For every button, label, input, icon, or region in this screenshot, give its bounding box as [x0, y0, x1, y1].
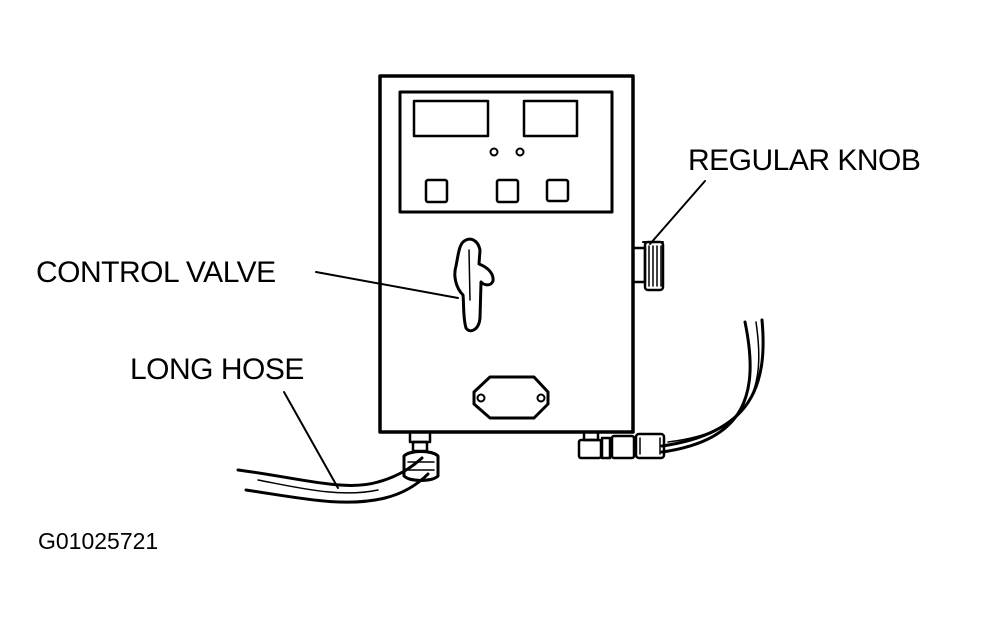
- panel-button: [545, 178, 570, 203]
- figure-id: G01025721: [38, 528, 159, 554]
- indicator-light: [489, 147, 499, 157]
- right-hose: [660, 318, 765, 454]
- leader-line-regular-knob: [649, 180, 706, 245]
- regular-knob-label: REGULAR KNOB: [688, 144, 921, 177]
- control-valve-label: CONTROL VALVE: [36, 256, 276, 289]
- gauge-left: [412, 99, 490, 138]
- leader-line-long-hose: [283, 391, 339, 489]
- panel-button: [495, 178, 520, 204]
- hose-fitting-left: [402, 430, 440, 482]
- regulator-knob: [631, 240, 665, 292]
- name-plate: [472, 375, 550, 420]
- long-hose-label: LONG HOSE: [130, 353, 304, 386]
- control-panel: [398, 90, 614, 214]
- control-valve-handle: [453, 237, 495, 333]
- tester-body: [378, 74, 635, 434]
- hose-fitting-right: [577, 430, 666, 460]
- leader-line-control-valve: [315, 271, 459, 299]
- panel-button: [424, 178, 449, 204]
- indicator-light: [515, 147, 525, 157]
- long-hose: [236, 456, 430, 504]
- gauge-right: [522, 99, 579, 138]
